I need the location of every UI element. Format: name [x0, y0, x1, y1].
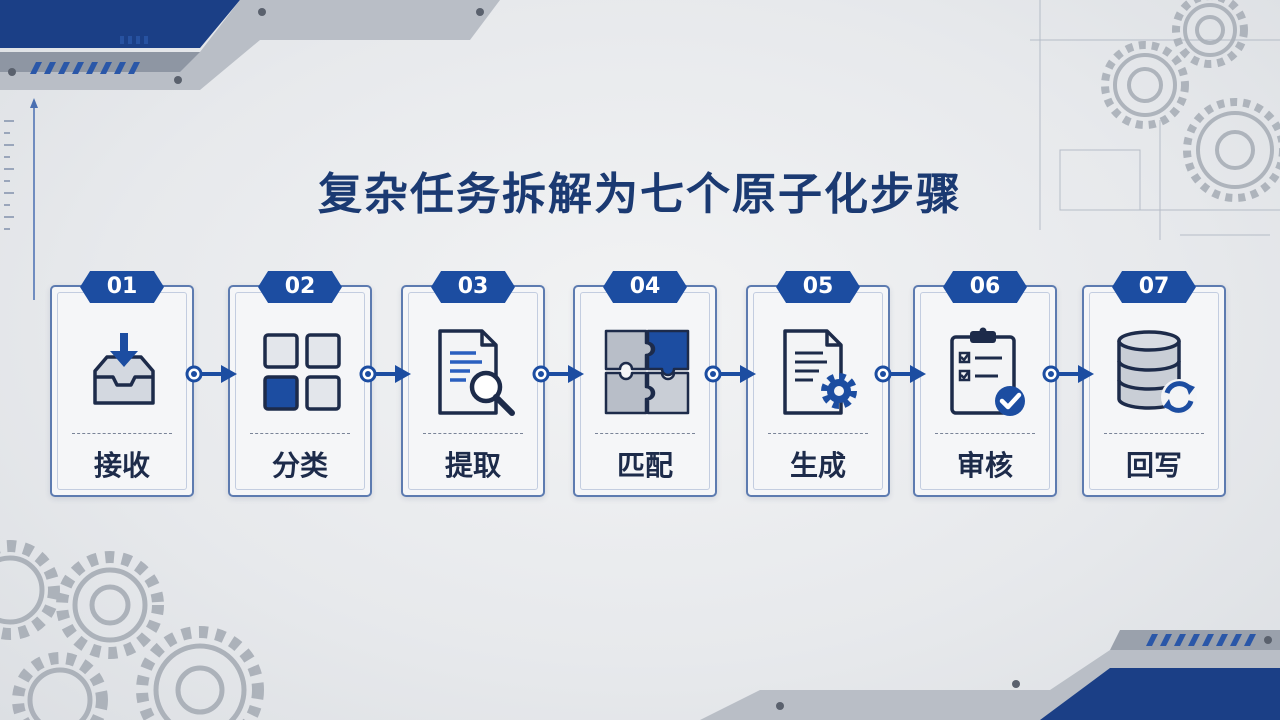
step-label: 审核 — [956, 449, 1013, 482]
connector-arrow — [704, 365, 756, 383]
database-sync-icon — [1117, 330, 1197, 415]
step-divider — [595, 433, 695, 434]
step-label: 匹配 — [616, 449, 673, 482]
step-divider — [250, 433, 350, 434]
step-label: 生成 — [789, 449, 846, 482]
step-divider — [423, 433, 523, 434]
step-number: 03 — [431, 271, 515, 303]
step-label: 回写 — [1125, 449, 1182, 482]
connector-arrow — [532, 365, 584, 383]
step-label: 分类 — [271, 449, 328, 482]
document-gear-icon — [783, 329, 857, 415]
page-title: 复杂任务拆解为七个原子化步骤 — [318, 169, 962, 220]
step-card-classify: 02 分类 — [228, 271, 372, 497]
step-card-match: 04 匹配 — [573, 271, 717, 497]
step-divider — [768, 433, 868, 434]
connector-arrow — [185, 365, 237, 383]
step-label: 提取 — [444, 449, 501, 482]
step-card-writeback: 07 回写 — [1082, 271, 1226, 497]
step-card-generate: 05 生成 — [746, 271, 890, 497]
grid-squares-icon — [263, 333, 341, 411]
step-label: 接收 — [93, 449, 150, 482]
step-divider — [72, 433, 172, 434]
step-number: 06 — [943, 271, 1027, 303]
connector-arrow — [359, 365, 411, 383]
step-card-review: 06 审核 — [913, 271, 1057, 497]
step-divider — [935, 433, 1035, 434]
connector-arrow — [1042, 365, 1094, 383]
step-number: 02 — [258, 271, 342, 303]
step-number: 07 — [1112, 271, 1196, 303]
step-number: 05 — [776, 271, 860, 303]
step-card-receive: 01 接收 — [50, 271, 194, 497]
step-number: 01 — [80, 271, 164, 303]
step-number: 04 — [603, 271, 687, 303]
step-card-extract: 03 提取 — [401, 271, 545, 497]
inbox-download-icon — [93, 333, 155, 405]
document-search-icon — [438, 329, 515, 416]
clipboard-check-icon — [950, 327, 1025, 416]
connector-arrow — [874, 365, 926, 383]
step-divider — [1104, 433, 1204, 434]
puzzle-pieces-icon — [604, 329, 690, 415]
